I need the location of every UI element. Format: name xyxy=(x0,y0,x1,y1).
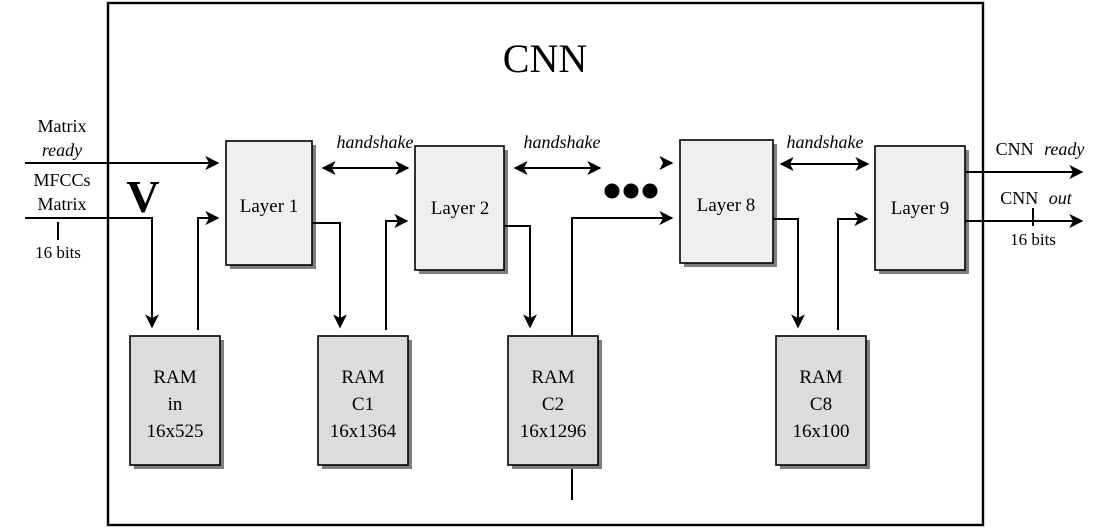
output-cnn-out-label: CNN out xyxy=(1000,188,1073,208)
wire-ramc1-to-layer2 xyxy=(385,214,409,330)
ram-c8-box[interactable] xyxy=(775,335,867,466)
page-title: CNN xyxy=(503,36,587,81)
wire-ramin-to-layer1 xyxy=(197,211,220,330)
ram-in-box[interactable] xyxy=(129,335,221,466)
cnn-boundary-frame xyxy=(106,1,985,527)
ram-c8-line3: 16x100 xyxy=(793,421,850,442)
handshake-label-1: handshake xyxy=(337,132,414,152)
output-cnn-ready-label: CNN ready xyxy=(996,139,1085,159)
output-cnn-out-main: CNN xyxy=(1000,188,1038,208)
ram-c8-line2: C8 xyxy=(810,394,832,415)
ellipsis-dots xyxy=(604,183,658,199)
ram-c2-box[interactable] xyxy=(507,335,599,466)
ram-in-line3: 16x525 xyxy=(147,421,204,442)
output-cnn-out-em: out xyxy=(1049,188,1073,208)
layer-2-box[interactable] xyxy=(414,145,505,271)
ram-c2-line2: C2 xyxy=(542,394,564,415)
wire-mfccs-matrix xyxy=(25,217,159,329)
layer-2-label: Layer 2 xyxy=(431,198,490,219)
handshake-label-3: handshake xyxy=(787,132,864,152)
ram-c2-line3: 16x1296 xyxy=(520,421,587,442)
input-bitwidth-label: 16 bits xyxy=(35,243,81,262)
handshake-label-2: handshake xyxy=(524,132,601,152)
input-mfccs-label: MFCCs xyxy=(33,170,90,190)
output-cnn-ready-main: CNN xyxy=(996,139,1034,159)
layer-8-box[interactable] xyxy=(679,139,774,264)
input-matrix2-label: Matrix xyxy=(38,194,87,214)
ram-c8-line1: RAM xyxy=(799,367,842,388)
layer-1-label: Layer 1 xyxy=(240,196,299,217)
wire-layer1-to-ramc1 xyxy=(312,222,347,329)
output-cnn-ready-em: ready xyxy=(1044,139,1084,159)
layer-9-label: Layer 9 xyxy=(891,198,950,219)
layer-1-box[interactable] xyxy=(225,140,313,266)
wire-layer8-to-ramc8 xyxy=(773,218,805,329)
input-ready-label: ready xyxy=(42,140,82,160)
ram-c1-box[interactable] xyxy=(317,335,409,466)
layer-8-label: Layer 8 xyxy=(697,195,756,216)
ram-c1-line1: RAM xyxy=(341,367,384,388)
ram-c2-line1: RAM xyxy=(531,367,574,388)
ram-in-line2: in xyxy=(168,394,183,415)
clock-symbol-v: V xyxy=(126,171,159,222)
wire-ramc8-to-layer9 xyxy=(837,212,869,330)
layer-9-box[interactable] xyxy=(874,145,966,271)
ram-c1-line2: C1 xyxy=(352,394,374,415)
ram-c1-line3: 16x1364 xyxy=(330,421,397,442)
wire-layer2-to-ramc2 xyxy=(504,225,537,329)
output-bitwidth-label: 16 bits xyxy=(1010,230,1056,249)
ram-in-line1: RAM xyxy=(153,367,196,388)
input-matrix-label: Matrix xyxy=(38,116,87,136)
